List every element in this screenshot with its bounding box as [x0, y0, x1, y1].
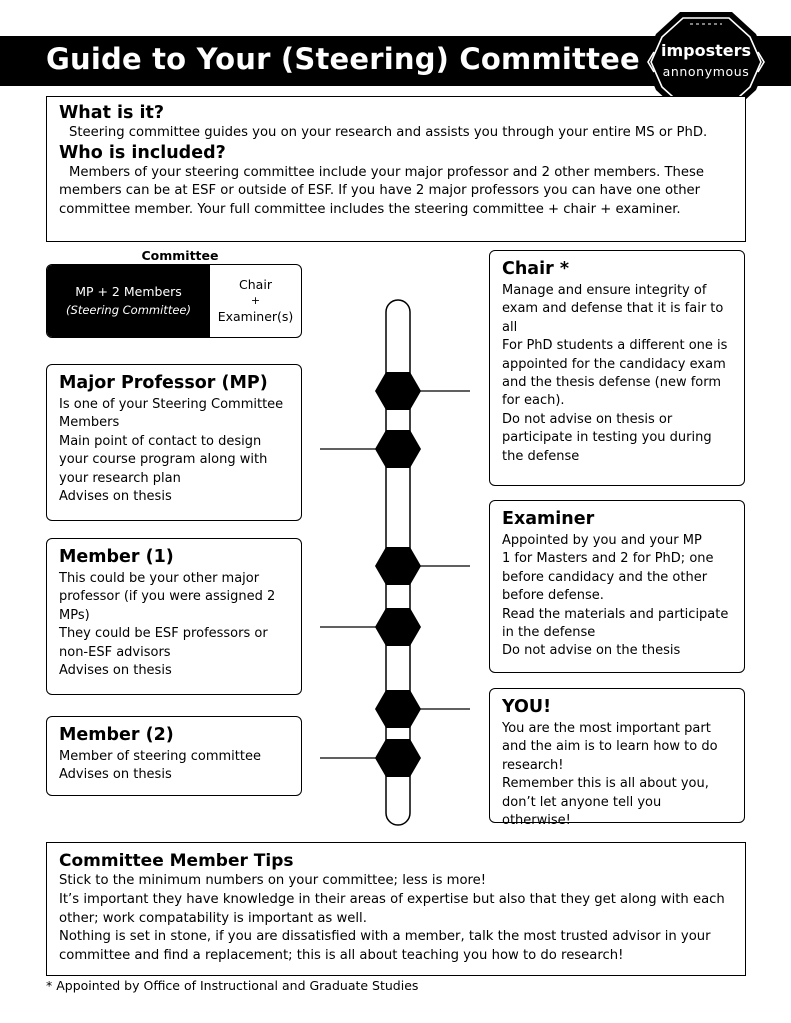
committee-label: Committee [141, 248, 219, 263]
member1-line: Advises on thesis [59, 663, 172, 679]
major-professor-line: Is one of your Steering Committee Member… [59, 397, 284, 431]
you-heading: YOU! [502, 697, 552, 717]
committee-composition: MP + 2 Members (Steering Committee) Chai… [46, 264, 302, 338]
steering-committee-text: (Steering Committee) [66, 303, 191, 317]
member2-node-icon [375, 739, 421, 777]
examiner-line: Appointed by you and your MP [502, 533, 702, 548]
you-line: Remember this is all about you, don’t le… [502, 776, 709, 829]
chair-examiner-cell: Chair + Examiner(s) [210, 265, 301, 337]
major-professor-card: Major Professor (MP) Is one of your Stee… [46, 364, 302, 521]
major-professor-line: Advises on thesis [59, 489, 172, 505]
member2-line: Advises on thesis [59, 767, 172, 783]
examiner-node-icon [375, 547, 421, 585]
member1-line: They could be ESF professors or non-ESF … [59, 626, 268, 660]
tips-line: It’s important they have knowledge in th… [59, 891, 725, 926]
what-text: Steering committee guides you on your re… [69, 125, 708, 140]
tips-heading: Committee Member Tips [59, 851, 294, 871]
examiner-line: Read the materials and participate in th… [502, 606, 729, 641]
page-title: Guide to Your (Steering) Committee [46, 42, 640, 76]
footnote: * Appointed by Office of Instructional a… [46, 978, 419, 993]
member1-card: Member (1) This could be your other majo… [46, 538, 302, 695]
plus-text: + [250, 294, 261, 307]
major-professor-heading: Major Professor (MP) [59, 373, 268, 393]
major-professor-line: Main point of contact to design your cou… [59, 433, 268, 486]
member2-line: Member of steering committee [59, 749, 261, 764]
intro-box: What is it? Steering committee guides yo… [46, 96, 746, 242]
who-text: Members of your steering committee inclu… [59, 164, 704, 217]
who-heading: Who is included? [59, 142, 226, 163]
examiner-card: Examiner Appointed by you and your MP 1 … [489, 500, 745, 673]
logo-text-sub: annonymous [662, 64, 750, 79]
tips-line: Nothing is set in stone, if you are diss… [59, 929, 711, 964]
member1-line: This could be your other major professor… [59, 571, 276, 623]
chair-card: Chair * Manage and ensure integrity of e… [489, 250, 745, 486]
chair-line: Manage and ensure integrity of exam and … [502, 283, 724, 335]
examiner-line: Do not advise on the thesis [502, 643, 681, 659]
member1-heading: Member (1) [59, 547, 174, 567]
member2-heading: Member (2) [59, 725, 174, 745]
chair-line: For PhD students a different one is appo… [502, 338, 728, 409]
steering-committee-cell: MP + 2 Members (Steering Committee) [47, 265, 210, 337]
chair-line: Do not advise on thesis or participate i… [502, 411, 712, 464]
mp-node-icon [375, 430, 421, 468]
you-node-icon [375, 690, 421, 728]
examiner-line: 1 for Masters and 2 for PhD; one before … [502, 551, 714, 604]
chair-text: Chair [239, 277, 272, 292]
tips-box: Committee Member Tips Stick to the minim… [46, 842, 746, 976]
you-card: YOU! You are the most important part and… [489, 688, 745, 828]
you-line: You are the most important part and the … [502, 721, 718, 773]
member2-card: Member (2) Member of steering committee … [46, 716, 302, 796]
steering-members-text: MP + 2 Members [75, 284, 182, 299]
member1-node-icon [375, 608, 421, 646]
tips-line: Stick to the minimum numbers on your com… [59, 873, 487, 888]
logo-text-main: imposters [660, 41, 752, 60]
chair-node-icon [375, 372, 421, 410]
examiner-heading: Examiner [502, 509, 595, 529]
what-heading: What is it? [59, 103, 165, 123]
examiner-text: Examiner(s) [217, 309, 294, 324]
chair-heading: Chair * [502, 259, 569, 279]
